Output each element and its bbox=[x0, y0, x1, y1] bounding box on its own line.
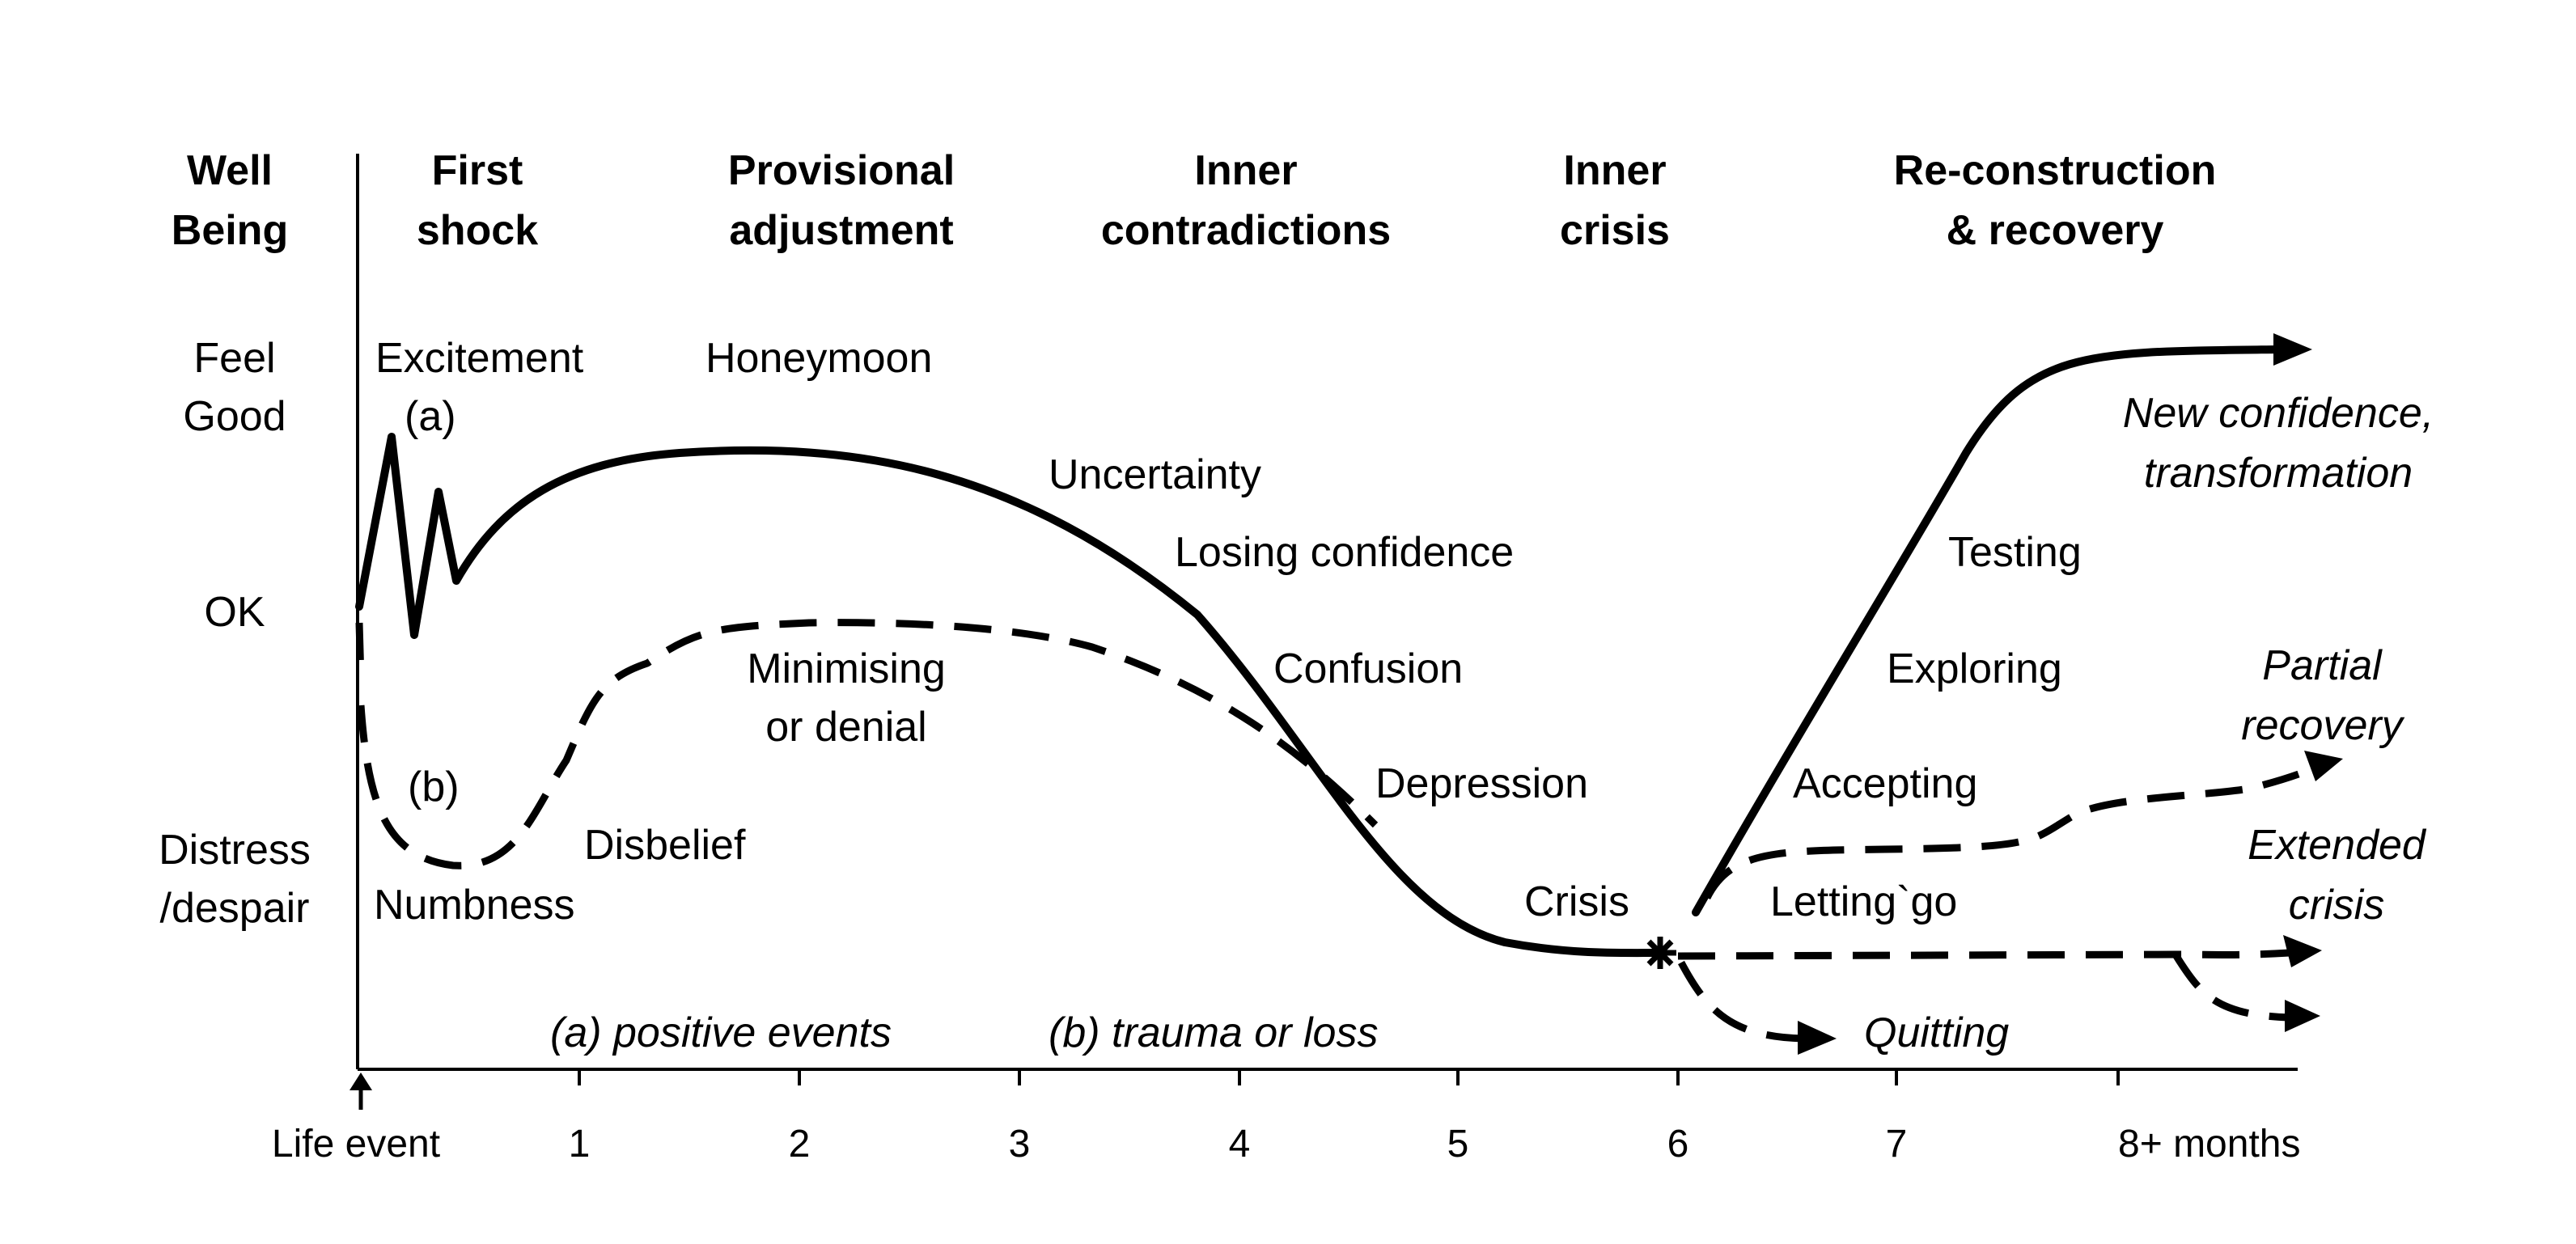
label-depression: Depression bbox=[1375, 760, 1588, 807]
header-inner-crisis-line1: Inner bbox=[1563, 147, 1666, 194]
label-losing-confidence: Losing confidence bbox=[1175, 529, 1514, 576]
outcome-quitting: Quitting bbox=[1864, 1009, 2009, 1056]
header-inner-crisis-line2: crisis bbox=[1560, 207, 1670, 254]
header-reconstruction-line2: & recovery bbox=[1947, 207, 2164, 254]
extended-crisis-lower-arrowhead bbox=[2285, 1000, 2320, 1032]
outcome-new-confidence-line2: transformation bbox=[2144, 450, 2413, 497]
label-a-marker: (a) bbox=[405, 393, 456, 440]
header-provisional-line2: adjustment bbox=[729, 207, 953, 254]
outcome-partial-line2: recovery bbox=[2241, 702, 2404, 749]
x-tick-4: 4 bbox=[1229, 1123, 1251, 1166]
label-letting-go: Letting`go bbox=[1770, 878, 1957, 925]
x-tick-7: 7 bbox=[1886, 1123, 1908, 1166]
life-event-arrow-icon bbox=[350, 1073, 372, 1110]
x-axis-tick-marks bbox=[578, 1069, 2120, 1085]
header-provisional-line1: Provisional bbox=[728, 147, 955, 194]
x-tick-3: 3 bbox=[1009, 1123, 1031, 1166]
y-level-ok: OK bbox=[204, 589, 265, 636]
extended-crisis-lower-path bbox=[2173, 954, 2290, 1022]
label-exploring: Exploring bbox=[1887, 645, 2062, 692]
label-excitement: Excitement bbox=[375, 335, 584, 382]
y-level-distress-line1: Distress bbox=[159, 827, 311, 874]
label-numbness: Numbness bbox=[374, 882, 575, 929]
label-minimising-line2: or denial bbox=[765, 704, 926, 751]
label-b-marker: (b) bbox=[408, 764, 460, 810]
y-level-feel-good-line2: Good bbox=[183, 393, 286, 440]
extended-crisis-arrowhead bbox=[2283, 935, 2322, 967]
header-inner-contradictions-line2: contradictions bbox=[1101, 207, 1391, 254]
extended-crisis-path bbox=[1677, 949, 2290, 960]
x-tick-6: 6 bbox=[1667, 1123, 1689, 1166]
quitting-arrowhead bbox=[1798, 1021, 1837, 1055]
partial-recovery-path bbox=[1703, 760, 2324, 900]
trauma-curve bbox=[357, 619, 1379, 870]
header-well-being-line2: Being bbox=[172, 207, 288, 254]
x-tick-8-months: 8+ months bbox=[2118, 1123, 2300, 1166]
positive-events-curve bbox=[355, 433, 1663, 958]
new-confidence-arrowhead bbox=[2273, 333, 2312, 366]
x-tick-5: 5 bbox=[1447, 1123, 1469, 1166]
y-level-distress-line2: /despair bbox=[160, 885, 310, 932]
header-first-shock-line1: First bbox=[432, 147, 523, 194]
legend-trauma-loss: (b) trauma or loss bbox=[1049, 1009, 1378, 1056]
label-disbelief: Disbelief bbox=[584, 822, 746, 869]
header-reconstruction-line1: Re-construction bbox=[1894, 147, 2217, 194]
trauma-curve-start bbox=[355, 622, 365, 680]
outcome-new-confidence-line1: New confidence, bbox=[2123, 390, 2434, 437]
label-confusion: Confusion bbox=[1273, 645, 1463, 692]
partial-recovery-arrowhead bbox=[2304, 751, 2343, 781]
label-uncertainty: Uncertainty bbox=[1049, 451, 1261, 498]
y-level-feel-good-line1: Feel bbox=[193, 335, 275, 382]
outcome-extended-line2: crisis bbox=[2289, 882, 2384, 929]
outcome-partial-line1: Partial bbox=[2262, 642, 2383, 689]
new-confidence-curve bbox=[1692, 345, 2286, 916]
legend-positive-events: (a) positive events bbox=[550, 1009, 892, 1056]
label-testing: Testing bbox=[1948, 529, 2082, 576]
header-inner-contradictions-line1: Inner bbox=[1194, 147, 1297, 194]
x-axis-origin-label: Life event bbox=[272, 1123, 440, 1166]
label-minimising-line1: Minimising bbox=[747, 645, 946, 692]
header-well-being-line1: Well bbox=[187, 147, 273, 194]
crisis-point-star-icon bbox=[1644, 937, 1676, 969]
x-tick-1: 1 bbox=[569, 1123, 591, 1166]
outcome-extended-line1: Extended bbox=[2248, 822, 2427, 869]
quitting-path bbox=[1678, 960, 1805, 1043]
label-accepting: Accepting bbox=[1793, 760, 1977, 807]
label-honeymoon: Honeymoon bbox=[705, 335, 932, 382]
label-crisis: Crisis bbox=[1524, 878, 1629, 925]
header-first-shock-line2: shock bbox=[417, 207, 538, 254]
x-tick-2: 2 bbox=[789, 1123, 811, 1166]
